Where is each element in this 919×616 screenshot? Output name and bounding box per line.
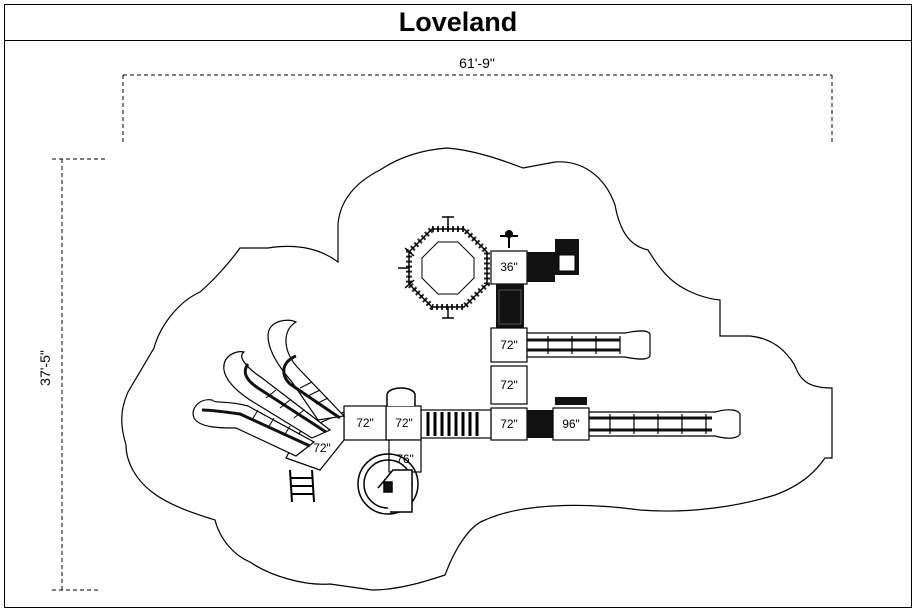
height-dimension-label: 37'-5"	[37, 350, 53, 386]
deck-76	[388, 439, 422, 473]
upper-slide	[526, 330, 651, 360]
width-dimension-label: 61'-9"	[459, 55, 495, 71]
triple-slides	[192, 319, 346, 457]
dark-panel-top	[527, 252, 555, 282]
barrier-panel	[527, 410, 553, 438]
deck-label-72-right-top: 72"	[500, 338, 518, 352]
bridge	[420, 409, 492, 439]
octagon-tower	[398, 216, 490, 319]
long-slide	[588, 409, 741, 439]
deck-label-72-center-a: 72"	[356, 416, 374, 430]
page-title: Loveland	[398, 7, 518, 37]
deck-72-center-a	[343, 405, 387, 441]
use-zone-outline	[121, 147, 833, 591]
deck-72-center-b	[385, 405, 422, 441]
ladder	[289, 469, 315, 503]
arch-climber	[386, 387, 416, 406]
deck-label-72-right-mid: 72"	[500, 378, 518, 392]
title-bar: Loveland	[5, 5, 911, 41]
width-dimension	[122, 74, 833, 142]
height-dimension	[52, 158, 105, 591]
deck-label-72-center-b: 72"	[395, 416, 413, 430]
deck-label-72-left: 72"	[313, 441, 331, 455]
spiral-slide	[357, 453, 419, 515]
deck-label-36: 36"	[500, 260, 518, 274]
deck-96	[552, 407, 590, 441]
deck-72-right-mid	[490, 365, 528, 405]
drawing-frame: Loveland	[4, 4, 912, 608]
deck-label-72-right-low: 72"	[500, 417, 518, 431]
slide-stripes	[251, 381, 329, 437]
steering-wheel-icon	[500, 230, 518, 248]
deck-label-96: 96"	[562, 417, 580, 431]
stair-link	[496, 284, 524, 328]
